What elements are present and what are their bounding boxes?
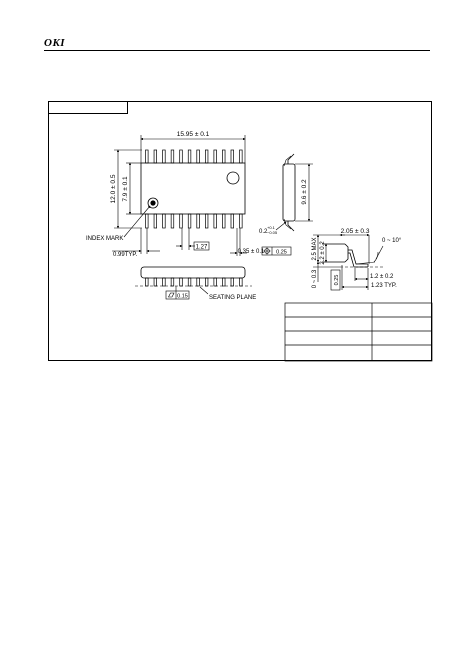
foot-length-label: 1.2 ± 0.2 <box>370 274 394 280</box>
body-length-label: 15.95 ± 0.1 <box>177 131 210 138</box>
lead-bottom <box>230 213 234 229</box>
dim-body-height <box>295 163 313 222</box>
lead-thickness-leader <box>275 221 287 231</box>
coplanarity-frame <box>165 286 190 300</box>
lead-front <box>239 277 243 287</box>
index-mark-dot <box>150 200 156 206</box>
lead-front <box>179 277 183 287</box>
lead-thickness-tol-plus: +0.1 <box>267 225 276 230</box>
lead-bottom <box>187 213 192 229</box>
lead-front <box>162 277 166 287</box>
coplanarity-label: 0.15 <box>177 294 188 300</box>
lead-bottom <box>162 213 166 229</box>
lead-top <box>179 149 183 164</box>
lead-tolerance-frame <box>261 246 292 256</box>
end-offset-label: 0.99TYP. <box>113 252 138 258</box>
gauge-label: 0.25 <box>334 275 340 286</box>
lead-thickness-label: 0.2 <box>259 229 268 235</box>
side-body <box>282 163 296 222</box>
lead-front <box>205 277 209 287</box>
lead-front <box>153 277 158 287</box>
lead-bottom <box>205 213 209 229</box>
side-lead-top <box>287 153 295 164</box>
foot-angle-label: 0 ~ 10° <box>382 238 402 244</box>
lead-bottom <box>179 213 183 229</box>
lead-front <box>145 277 149 287</box>
pitch-box <box>193 241 210 251</box>
gauge-box <box>330 269 341 291</box>
lead-front <box>187 277 192 287</box>
lead-thickness-tol-minus: −0.05 <box>267 230 278 235</box>
seating-plane-leader <box>199 286 209 295</box>
lead-front <box>230 277 234 287</box>
detail-lead-lower <box>348 252 368 268</box>
lead-detail <box>322 243 385 268</box>
lead-front <box>213 277 217 287</box>
lead-extent-label: 1.23 TYP. <box>371 283 397 289</box>
lead-front <box>196 277 200 287</box>
lead-bottom <box>145 213 149 229</box>
lead-bottom <box>196 213 200 229</box>
lead-top <box>213 149 217 164</box>
lead-top <box>162 149 166 164</box>
front-view <box>135 266 252 287</box>
dim-end-offset <box>112 228 160 254</box>
standoff-label: 0 ~ 0.3 <box>312 269 318 288</box>
oki-logo: OKI <box>44 37 66 49</box>
front-leads <box>145 277 243 287</box>
drawing-tab <box>48 101 128 114</box>
front-body <box>140 266 246 279</box>
pitch-label: 1.27 <box>196 245 208 251</box>
lead-top <box>145 149 149 164</box>
detail-body-end <box>344 243 349 263</box>
body-height-label: 9.6 ± 0.2 <box>301 179 308 205</box>
index-mark-label: INDEX MARK <box>86 236 123 242</box>
lead-top <box>222 149 226 164</box>
body-width-label: 7.9 ± 0.1 <box>122 176 129 202</box>
dim-body-length <box>140 135 246 163</box>
ejector-pin-mark <box>226 171 240 185</box>
overall-width-label: 12.0 ± 0.5 <box>110 174 117 203</box>
lead-top <box>239 149 243 164</box>
lead-bottom <box>222 213 226 229</box>
seating-plane-label: SEATING PLANE <box>209 295 256 301</box>
max-height-label: 2.5 MAX <box>312 237 318 260</box>
lead-top <box>205 149 209 164</box>
package-body <box>140 162 246 215</box>
dim-left <box>114 149 142 229</box>
lead-top <box>170 149 175 164</box>
header-rule <box>44 50 430 51</box>
lead-bottom <box>153 213 158 229</box>
index-mark-leader <box>123 205 151 238</box>
info-table <box>284 302 433 362</box>
lead-width-label: 0.35 ± 0.1 <box>238 249 265 255</box>
index-mark-circle <box>147 197 159 209</box>
lead-top <box>230 149 234 164</box>
shoulder-label: 2.05 ± 0.3 <box>341 228 370 235</box>
top-leads <box>145 149 243 164</box>
lead-front <box>222 277 226 287</box>
lead-bottom <box>213 213 217 229</box>
side-lead-bottom <box>287 221 295 232</box>
lead-top <box>153 149 158 164</box>
detail-dims <box>313 233 384 291</box>
detail-lead-upper <box>348 249 368 265</box>
lead-pos-tol-label: 0.25 <box>276 250 287 256</box>
drawing-frame <box>48 101 432 361</box>
lead-front <box>170 277 175 287</box>
bottom-leads <box>145 213 243 229</box>
lead-top <box>187 149 192 164</box>
top-view <box>140 149 246 229</box>
lead-bottom <box>170 213 175 229</box>
lead-bottom <box>239 213 243 229</box>
dim-lead-width <box>230 228 292 256</box>
body-thickness-label: 2.2 ± 0.2 <box>320 241 326 265</box>
dim-pitch <box>176 228 210 251</box>
lead-top <box>196 149 200 164</box>
side-view <box>282 153 296 232</box>
